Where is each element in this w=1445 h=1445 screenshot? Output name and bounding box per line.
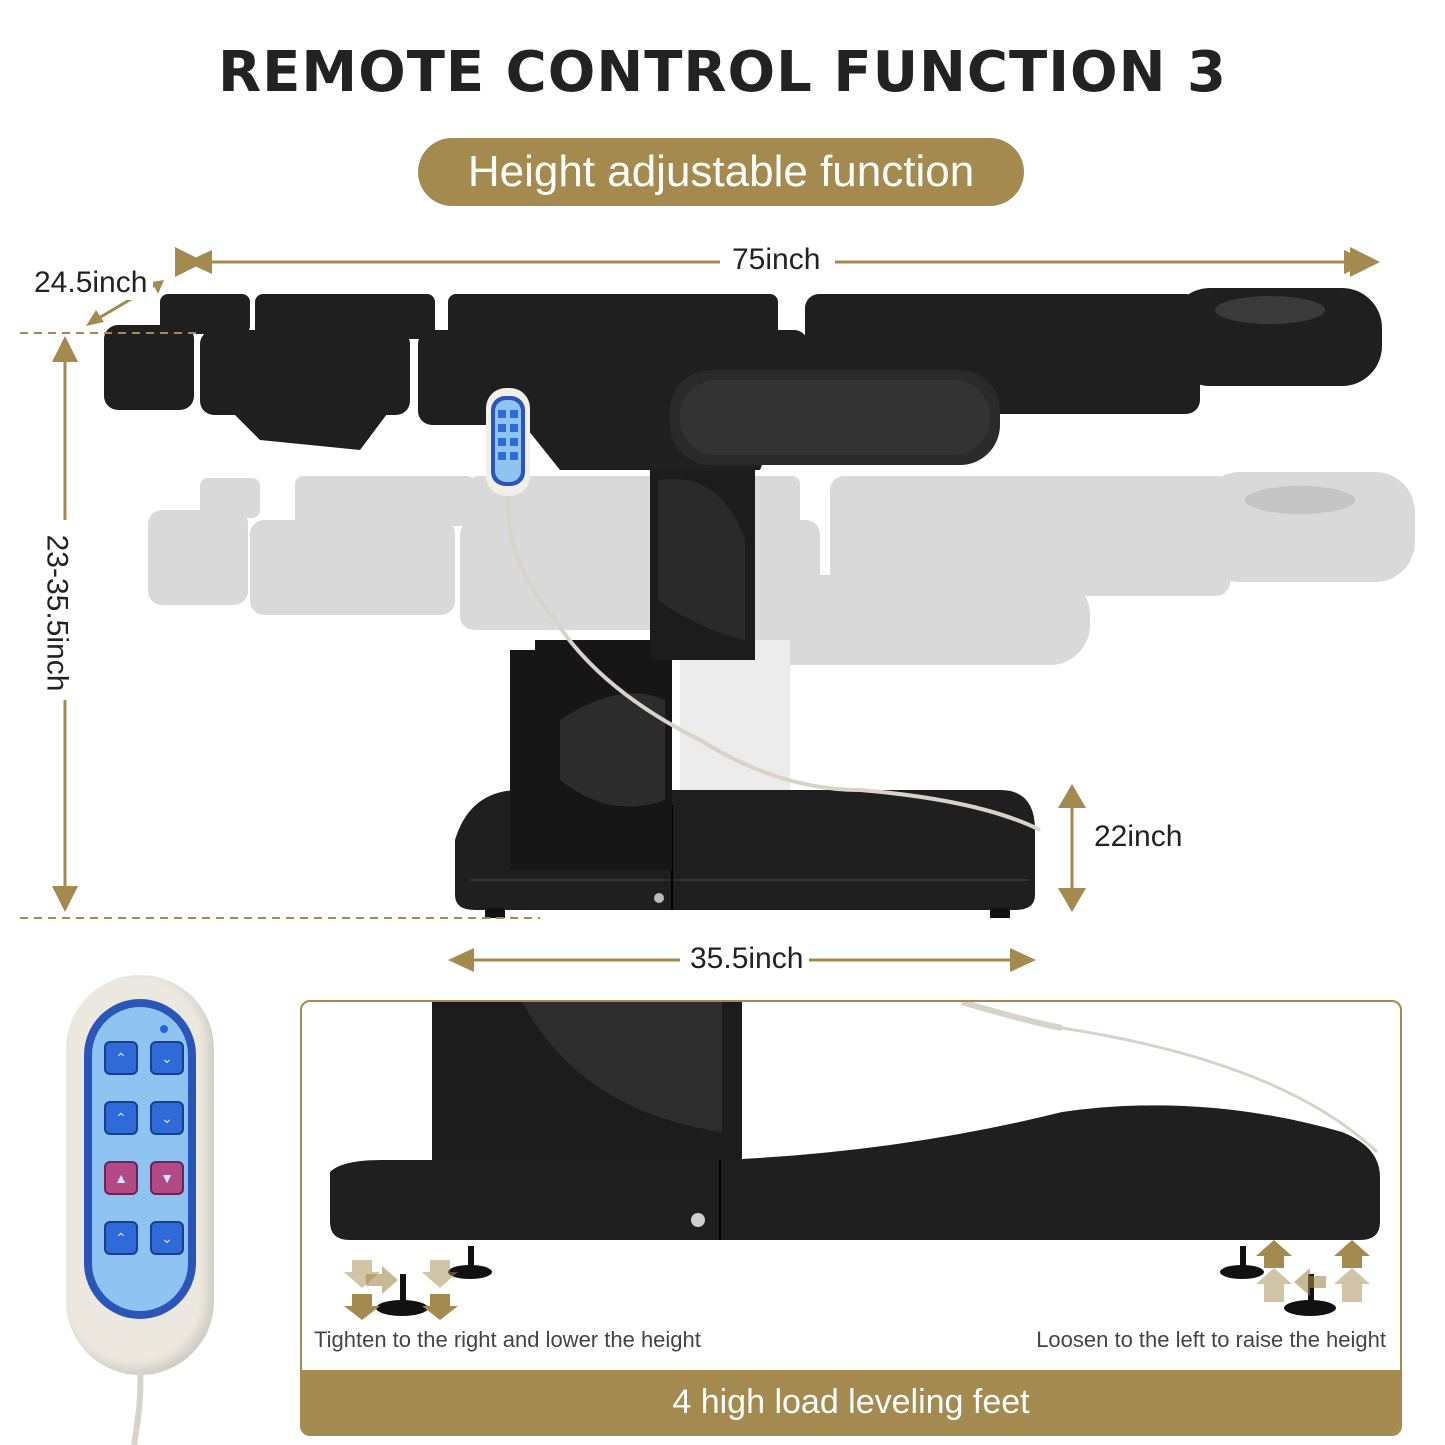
foot-right-front (1220, 1246, 1336, 1316)
foot-left-front (376, 1246, 492, 1316)
base-height-dimension-arrow (1058, 784, 1086, 912)
height-range-label: 23-35.5inch (39, 528, 74, 698)
length-dimension-arrow (175, 247, 1380, 277)
length-label: 75inch (726, 243, 827, 277)
backrest-down-button[interactable]: ⌄ (150, 1041, 184, 1075)
leveling-feet-banner: 4 high load leveling feet (302, 1370, 1400, 1434)
raised-chair (104, 288, 1382, 470)
base-length-dimension-arrow (448, 948, 1036, 972)
width-label: 24.5inch (28, 266, 154, 300)
base-length-label: 35.5inch (684, 942, 810, 976)
remote-led (160, 1025, 168, 1033)
height-dimension-arrow (20, 332, 540, 919)
subtitle-pill: Height adjustable function (418, 138, 1024, 206)
legrest-down-button[interactable]: ⌄ (150, 1221, 184, 1255)
remote-cable (131, 1370, 144, 1445)
seat-up-button[interactable]: ⌃ (104, 1101, 138, 1135)
base-height-label: 22inch (1088, 820, 1189, 854)
tighten-caption: Tighten to the right and lower the heigh… (314, 1327, 701, 1352)
loosen-caption: Loosen to the left to raise the height (1036, 1327, 1386, 1352)
backrest-up-button[interactable]: ⌃ (104, 1041, 138, 1075)
page-title: REMOTE CONTROL FUNCTION 3 (218, 40, 1227, 105)
chair-illustration (20, 247, 1415, 972)
base-closeup-illustration (330, 1002, 1380, 1320)
loosen-arrows (1256, 1240, 1370, 1302)
hanging-remote (486, 388, 530, 496)
lowered-chair-ghost (148, 472, 1415, 790)
tighten-arrows (344, 1260, 458, 1320)
height-up-button[interactable]: ▲ (104, 1161, 138, 1195)
chair-column (510, 460, 755, 870)
legrest-up-button[interactable]: ⌃ (104, 1221, 138, 1255)
leveling-feet-panel: Tighten to the right and lower the heigh… (300, 1000, 1402, 1436)
remote-cord (505, 495, 1041, 832)
seat-down-button[interactable]: ⌄ (150, 1101, 184, 1135)
height-down-button[interactable]: ▼ (150, 1161, 184, 1195)
remote-control: ⌃ ⌄ ⌃ ⌄ ▲ ▼ ⌃ ⌄ (66, 975, 214, 1375)
